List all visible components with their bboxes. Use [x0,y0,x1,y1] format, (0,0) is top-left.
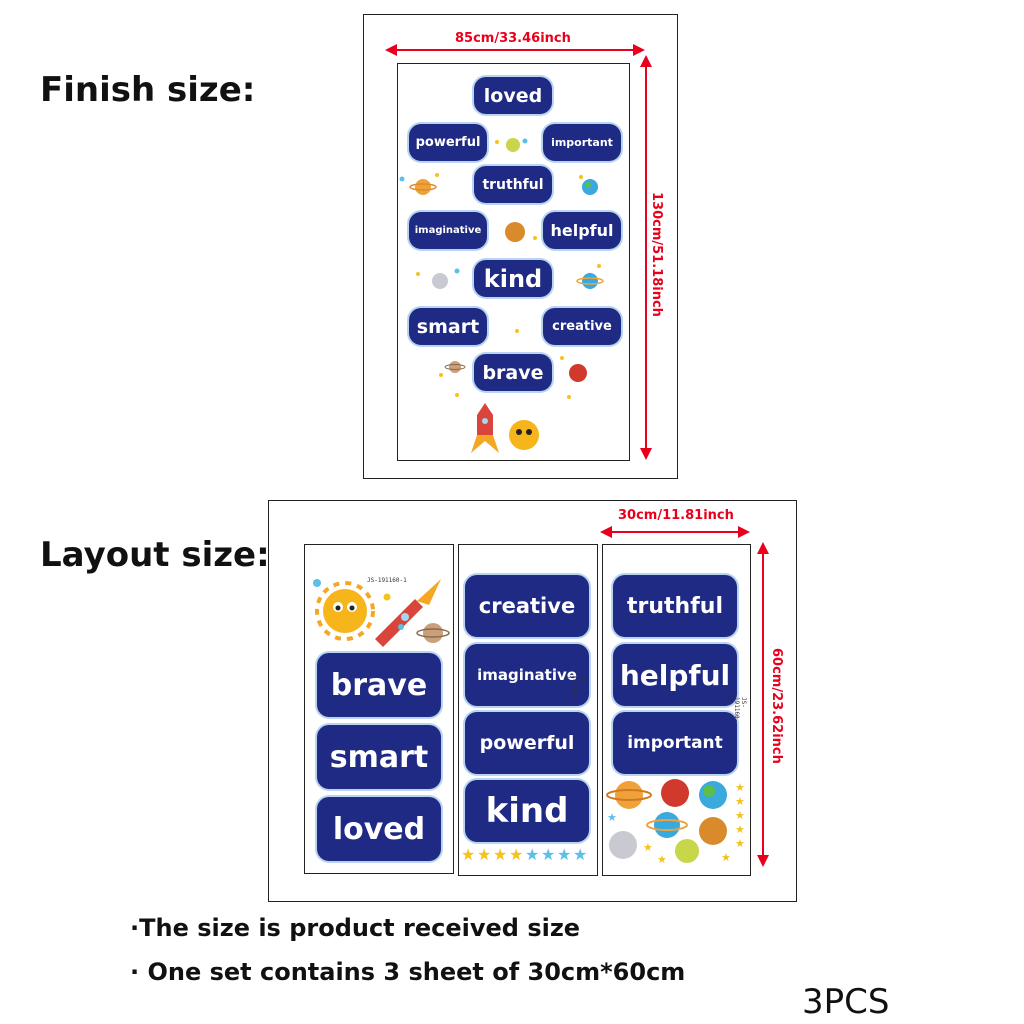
planet-icon [661,779,689,807]
finish-word-imaginative: imaginative [409,212,487,249]
sheet-1-word-loved: loved [317,797,441,861]
svg-text:★: ★ [721,851,731,864]
svg-text:★: ★ [735,823,745,836]
layout-height-arrow-icon [757,542,769,867]
sun-icon [315,581,375,641]
star-icon [313,579,404,630]
finish-word-powerful: powerful [409,124,487,161]
planet-icon [416,623,450,643]
planet-icon [699,817,727,845]
sheet-1-code: JS-191160-1 [367,577,407,584]
sheet-3-word-important: important [613,712,737,774]
finish-width-arrow-icon [385,44,645,56]
sheet-1-decorations [313,579,450,647]
sheet-1-word-smart: smart [317,725,441,789]
star-icon: ★★ ★★ ★★ ★★ ★ [607,781,745,866]
svg-text:★: ★ [735,781,745,794]
sheet-3-word-helpful: helpful [613,644,737,706]
svg-text:★: ★ [607,811,617,824]
sheet-2-word-kind: kind [465,780,589,842]
planet-icon [432,273,448,289]
sheet-3-word-truthful: truthful [613,575,737,637]
finish-word-truthful: truthful [474,166,552,203]
finish-size-heading: Finish size: [40,70,256,110]
finish-word-kind: kind [474,260,552,297]
finish-decorations [399,138,604,453]
rocket-icon [471,403,499,453]
svg-text:★: ★ [477,845,491,864]
layout-height-label: 60cm/23.62inch [769,648,784,764]
svg-text:★: ★ [735,795,745,808]
finish-word-loved: loved [474,77,552,114]
rocket-icon [375,579,441,647]
planet-icon [699,781,727,809]
sheet-2-code: JS-191160-2 [564,675,585,701]
sheet-2-star-row: ★★ ★★ ★★ ★★ [461,845,587,864]
svg-text:★: ★ [657,853,667,866]
svg-text:★: ★ [493,845,507,864]
finish-height-label: 130cm/51.18inch [649,192,664,317]
sheet-2-word-creative: creative [465,575,589,637]
sun-icon [509,420,539,450]
star-icon [399,138,528,274]
svg-text:★: ★ [541,845,555,864]
layout-width-label: 30cm/11.81inch [618,508,734,523]
finish-word-important: important [543,124,621,161]
finish-word-creative: creative [543,308,621,345]
planet-icon [609,831,637,859]
sheet-2: creative imaginative powerful kind JS-19… [458,544,598,876]
planet-icon [409,179,437,195]
note-received-size: ·The size is product received size [130,914,581,942]
planet-icon [506,138,520,152]
sheet-2-word-imaginative: imaginative [465,644,589,706]
svg-text:★: ★ [573,845,587,864]
note-set-contents: · One set contains 3 sheet of 30cm*60cm [130,958,686,986]
finish-height-arrow-icon [640,55,652,460]
sheet-3: truthful helpful important JS-191160-3 ★… [602,544,751,876]
finish-word-helpful: helpful [543,212,621,249]
planet-icon [675,839,699,863]
svg-text:★: ★ [735,837,745,850]
finish-word-brave: brave [474,354,552,391]
layout-width-arrow-icon [600,526,750,538]
svg-text:★: ★ [643,841,653,854]
pieces-count: 3PCS [802,982,890,1022]
planet-icon [582,179,598,195]
planet-icon [505,222,525,242]
sheet-1-word-brave: brave [317,653,441,717]
svg-text:★: ★ [509,845,523,864]
sheet-3-decorations: ★★ ★★ ★★ ★★ ★ [606,779,745,866]
finish-width-label: 85cm/33.46inch [455,31,571,46]
sheet-2-word-powerful: powerful [465,712,589,774]
svg-text:★: ★ [525,845,539,864]
svg-text:★: ★ [735,809,745,822]
star-icon [416,140,601,399]
planet-icon [444,361,466,373]
sheet-1: JS-191160-1 brave smart loved [304,544,454,874]
planet-icon [576,273,604,289]
planet-icon [646,812,688,838]
planet-icon [569,364,587,382]
svg-text:★: ★ [557,845,571,864]
layout-size-heading: Layout size: [40,535,270,575]
planet-icon [606,781,652,809]
sheet-3-code: JS-191160-3 [726,697,747,723]
finish-word-smart: smart [409,308,487,345]
star-icon: ★★ ★★ ★★ ★★ [461,845,587,864]
svg-text:★: ★ [461,845,475,864]
